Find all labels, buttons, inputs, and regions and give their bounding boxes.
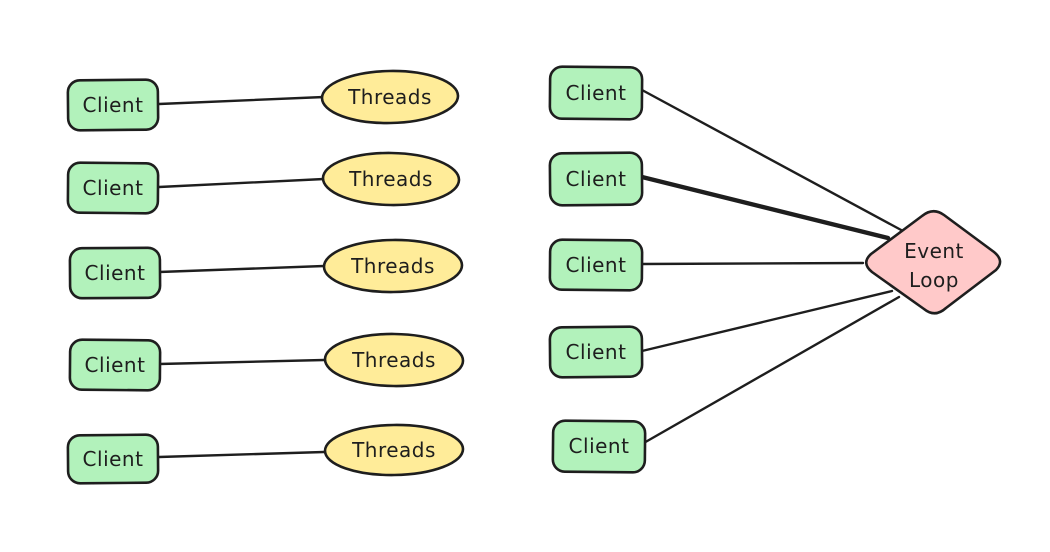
threads-node-3[interactable] (322, 238, 464, 294)
edge-client4-threads4[interactable] (157, 358, 326, 366)
right-client-label-5: Client (569, 434, 630, 458)
right-client-label-4: Client (566, 340, 627, 364)
edge-rclient3-eventloop[interactable] (640, 261, 865, 266)
left-client-label-1: Client (83, 93, 144, 117)
right-client-node-2[interactable] (548, 151, 644, 207)
edge-rclient5-eventloop[interactable] (640, 295, 901, 446)
edge-client3-threads3[interactable] (157, 264, 326, 274)
threads-label-5: Threads (351, 438, 436, 462)
event-loop-label-line1: Event (904, 239, 964, 263)
left-client-node-3[interactable] (68, 246, 162, 300)
right-model-group: Client Client Client Client Client Event… (548, 65, 1002, 474)
left-client-label-4: Client (85, 353, 146, 377)
left-client-node-2[interactable] (66, 161, 160, 215)
edge-client2-threads2[interactable] (157, 177, 326, 189)
threads-label-1: Threads (347, 85, 432, 109)
edge-rclient1-eventloop[interactable] (640, 88, 905, 233)
right-client-label-2: Client (566, 167, 627, 191)
right-client-node-4[interactable] (548, 325, 644, 379)
event-loop-label-line2: Loop (909, 268, 959, 292)
threads-label-4: Threads (351, 348, 436, 372)
edge-rclient2-eventloop[interactable] (639, 174, 891, 241)
left-client-label-2: Client (83, 176, 144, 200)
right-client-label-1: Client (566, 81, 627, 105)
left-client-node-4[interactable] (68, 338, 162, 392)
threads-node-1[interactable] (320, 69, 460, 125)
left-client-label-5: Client (83, 447, 144, 471)
threads-node-2[interactable] (321, 151, 461, 207)
right-client-node-5[interactable] (551, 419, 647, 474)
right-client-label-3: Client (566, 253, 627, 277)
edge-rclient4-eventloop[interactable] (640, 289, 894, 353)
threads-label-3: Threads (350, 254, 435, 278)
edge-client5-threads5[interactable] (157, 450, 326, 459)
right-client-node-1[interactable] (548, 65, 644, 121)
threads-label-2: Threads (348, 167, 433, 191)
left-client-label-3: Client (85, 261, 146, 285)
right-client-node-3[interactable] (548, 238, 644, 292)
left-client-node-1[interactable] (66, 78, 160, 132)
left-model-group: Client Client Client Client Client Threa… (66, 69, 465, 485)
left-client-node-5[interactable] (66, 433, 160, 485)
edge-client1-threads1[interactable] (157, 95, 326, 106)
threads-node-4[interactable] (323, 332, 465, 388)
threads-node-5[interactable] (323, 423, 465, 477)
event-loop-node[interactable] (864, 209, 1002, 315)
